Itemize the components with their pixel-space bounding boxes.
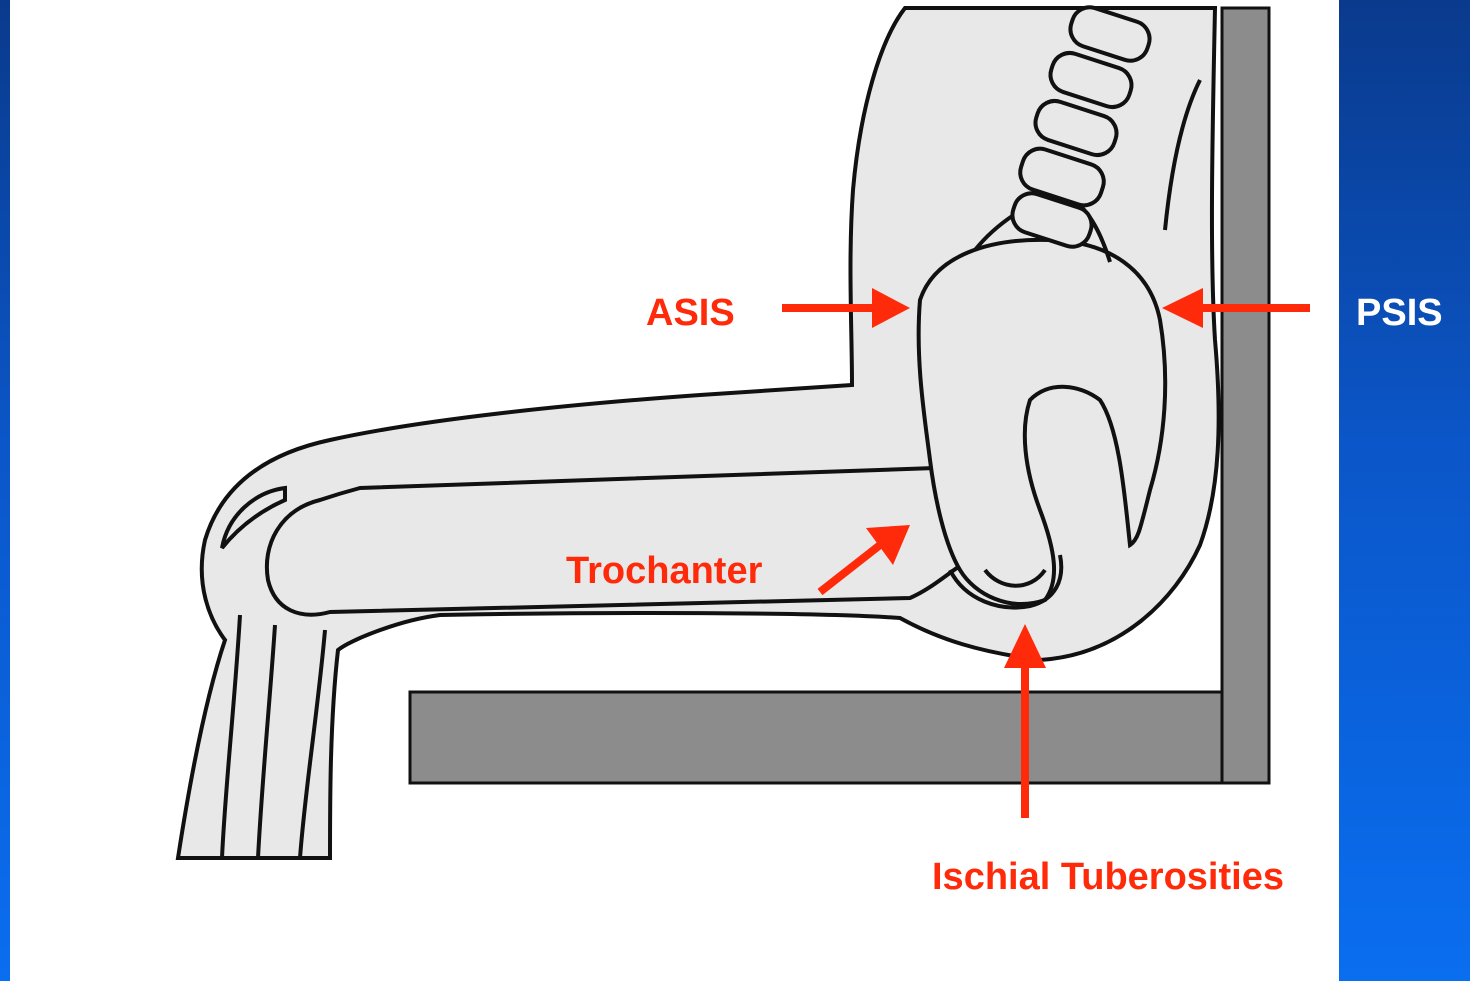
trochanter-label: Trochanter [566,552,762,590]
psis-label: PSIS [1356,294,1443,332]
femur-outline [267,464,1022,614]
asis-label: ASIS [646,294,735,332]
seat-backrest [1222,8,1269,783]
ischial-tuberosities-label: Ischial Tuberosities [932,858,1284,896]
seat-base [410,692,1222,783]
